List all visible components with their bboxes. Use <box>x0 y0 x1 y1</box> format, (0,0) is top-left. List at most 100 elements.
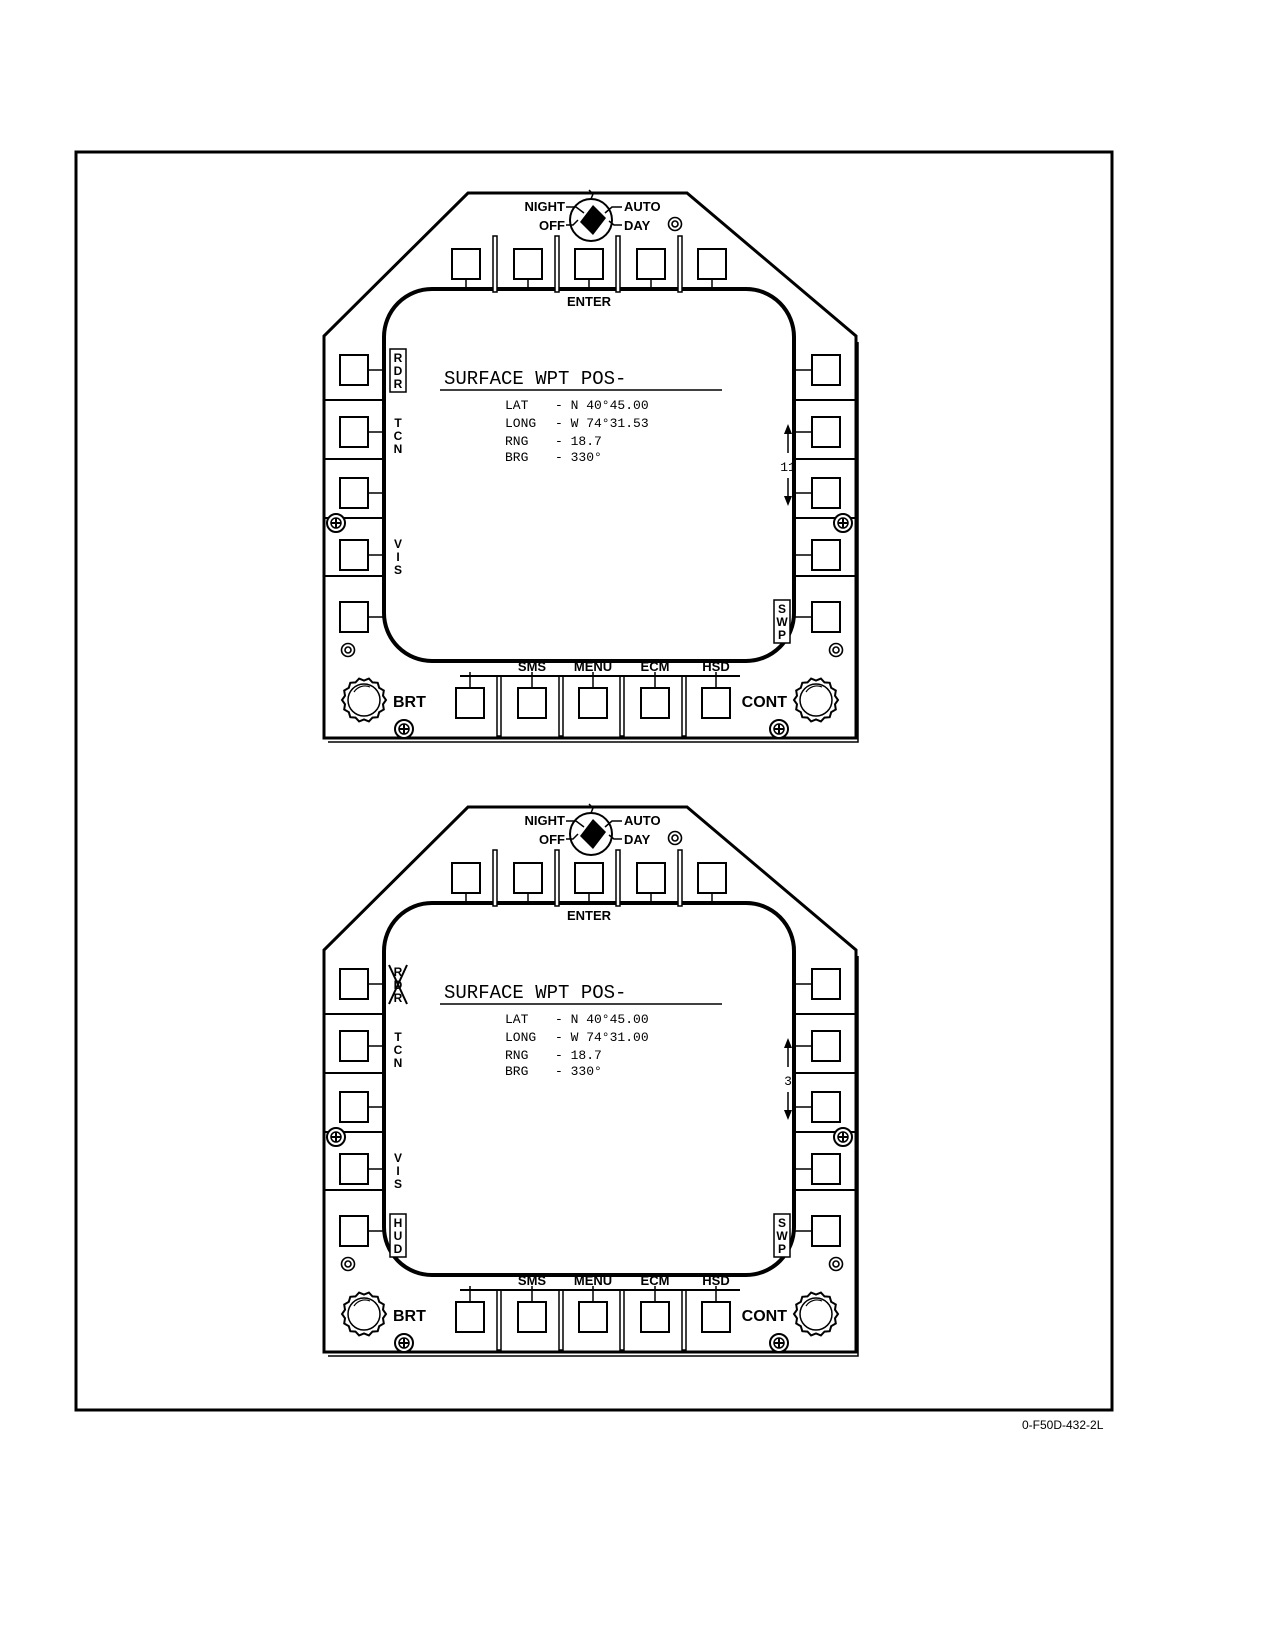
brt-label: BRT <box>393 694 426 711</box>
screw-bottom-left <box>394 719 414 739</box>
top-pushbutton-2[interactable] <box>513 248 543 280</box>
brt-knob[interactable] <box>340 677 388 723</box>
right-pushbutton-1[interactable] <box>811 354 841 386</box>
left-pushbutton-2[interactable] <box>339 1030 369 1062</box>
right-pushbutton-5[interactable] <box>811 1215 841 1247</box>
right-pushbutton-4[interactable] <box>811 539 841 571</box>
knob-night-label: NIGHT <box>525 813 566 828</box>
lamp-outer <box>828 642 844 658</box>
right-pushbutton-3[interactable] <box>811 1091 841 1123</box>
left-pushbutton-4[interactable] <box>339 539 369 571</box>
option-letter: W <box>776 615 788 629</box>
field-label-lat: LAT <box>505 398 529 413</box>
screw-right <box>833 1127 853 1147</box>
knob-day-label: DAY <box>624 832 651 847</box>
lamp-left <box>340 1256 356 1272</box>
option-letter: P <box>778 628 786 642</box>
knob-face <box>347 1297 381 1331</box>
knob-highlight <box>353 1299 371 1307</box>
bottom-pushbutton-5[interactable] <box>701 1301 731 1333</box>
field-label-brg: BRG <box>505 1064 528 1079</box>
right-pushbutton-2[interactable] <box>811 1030 841 1062</box>
option-box <box>389 1213 407 1258</box>
option-letter: D <box>394 364 403 378</box>
screen-title: SURFACE WPT POS- <box>444 368 626 390</box>
bottom-option-label-4: ECM <box>641 659 670 674</box>
top-pushbutton-2[interactable] <box>513 862 543 894</box>
right-pushbutton-5[interactable] <box>811 601 841 633</box>
left-option-rdr: RDR <box>388 964 408 1005</box>
left-pushbutton-3[interactable] <box>339 477 369 509</box>
top-option-label-3: ENTER <box>567 908 612 923</box>
top-pushbutton-5[interactable] <box>697 248 727 280</box>
screw-bottom-right <box>769 1333 789 1353</box>
right-option-swp: SWP <box>773 1213 791 1258</box>
bezel-separator <box>619 675 625 737</box>
right-pushbutton-3[interactable] <box>811 477 841 509</box>
arrow-up-icon <box>784 1038 792 1048</box>
bottom-pushbutton-1[interactable] <box>455 687 485 719</box>
option-letter: S <box>394 563 402 577</box>
cont-knob[interactable] <box>792 677 840 723</box>
bezel-separator <box>492 235 498 293</box>
lamp-outer <box>667 830 683 846</box>
field-label-rng: RNG <box>505 1048 528 1063</box>
left-pushbutton-5[interactable] <box>339 1215 369 1247</box>
bottom-pushbutton-1[interactable] <box>455 1301 485 1333</box>
left-pushbutton-5[interactable] <box>339 601 369 633</box>
option-letter: C <box>394 429 403 443</box>
bottom-pushbutton-4[interactable] <box>640 687 670 719</box>
knob-auto-label: AUTO <box>624 199 661 214</box>
lamp-outer <box>340 1256 356 1272</box>
left-pushbutton-2[interactable] <box>339 416 369 448</box>
field-label-rng: RNG <box>505 434 528 449</box>
top-pushbutton-4[interactable] <box>636 862 666 894</box>
option-letter: T <box>394 1030 402 1044</box>
field-value-lat: - N 40°45.00 <box>555 398 649 413</box>
top-pushbutton-5[interactable] <box>697 862 727 894</box>
right-pushbutton-4[interactable] <box>811 1153 841 1185</box>
top-pushbutton-1[interactable] <box>451 248 481 280</box>
knob-day-label: DAY <box>624 218 651 233</box>
bottom-option-label-5: HSD <box>702 659 729 674</box>
top-pushbutton-4[interactable] <box>636 248 666 280</box>
left-pushbutton-1[interactable] <box>339 354 369 386</box>
option-letter: I <box>396 1164 399 1178</box>
top-pushbutton-3[interactable] <box>574 248 604 280</box>
ddi-panel-bottom: ENTERSMSMENUECMHSDRDRTCNVISHUDSWPBRTCONT… <box>322 803 859 1357</box>
right-pushbutton-2[interactable] <box>811 416 841 448</box>
option-box <box>773 1213 791 1258</box>
bottom-option-label-3: MENU <box>574 659 612 674</box>
left-option-tcn: TCN <box>394 1030 403 1070</box>
cont-label: CONT <box>742 694 788 711</box>
bottom-pushbutton-2[interactable] <box>517 687 547 719</box>
mode-knob-pointer <box>580 205 606 235</box>
left-pushbutton-1[interactable] <box>339 968 369 1000</box>
display-screen <box>382 901 796 1277</box>
field-value-lat: - N 40°45.00 <box>555 1012 649 1027</box>
lamp-outer <box>828 1256 844 1272</box>
cont-knob[interactable] <box>792 1291 840 1337</box>
top-pushbutton-1[interactable] <box>451 862 481 894</box>
bottom-pushbutton-5[interactable] <box>701 687 731 719</box>
bottom-pushbutton-3[interactable] <box>578 1301 608 1333</box>
knob-leader-lines <box>566 820 622 840</box>
brt-knob[interactable] <box>340 1291 388 1337</box>
lamp-inner <box>344 646 352 654</box>
left-pushbutton-3[interactable] <box>339 1091 369 1123</box>
lamp-inner <box>832 1260 840 1268</box>
screw-left <box>326 1127 346 1147</box>
right-pushbutton-1[interactable] <box>811 968 841 1000</box>
top-pushbutton-3[interactable] <box>574 862 604 894</box>
bottom-pushbutton-2[interactable] <box>517 1301 547 1333</box>
lamp-inner <box>832 646 840 654</box>
bottom-pushbutton-3[interactable] <box>578 687 608 719</box>
left-pushbutton-4[interactable] <box>339 1153 369 1185</box>
screw-right <box>833 513 853 533</box>
bottom-pushbutton-4[interactable] <box>640 1301 670 1333</box>
bezel-separator <box>681 675 687 737</box>
option-letter: D <box>394 1242 403 1256</box>
field-value-long: - W 74°31.00 <box>555 1030 649 1045</box>
option-letter: H <box>394 1216 403 1230</box>
